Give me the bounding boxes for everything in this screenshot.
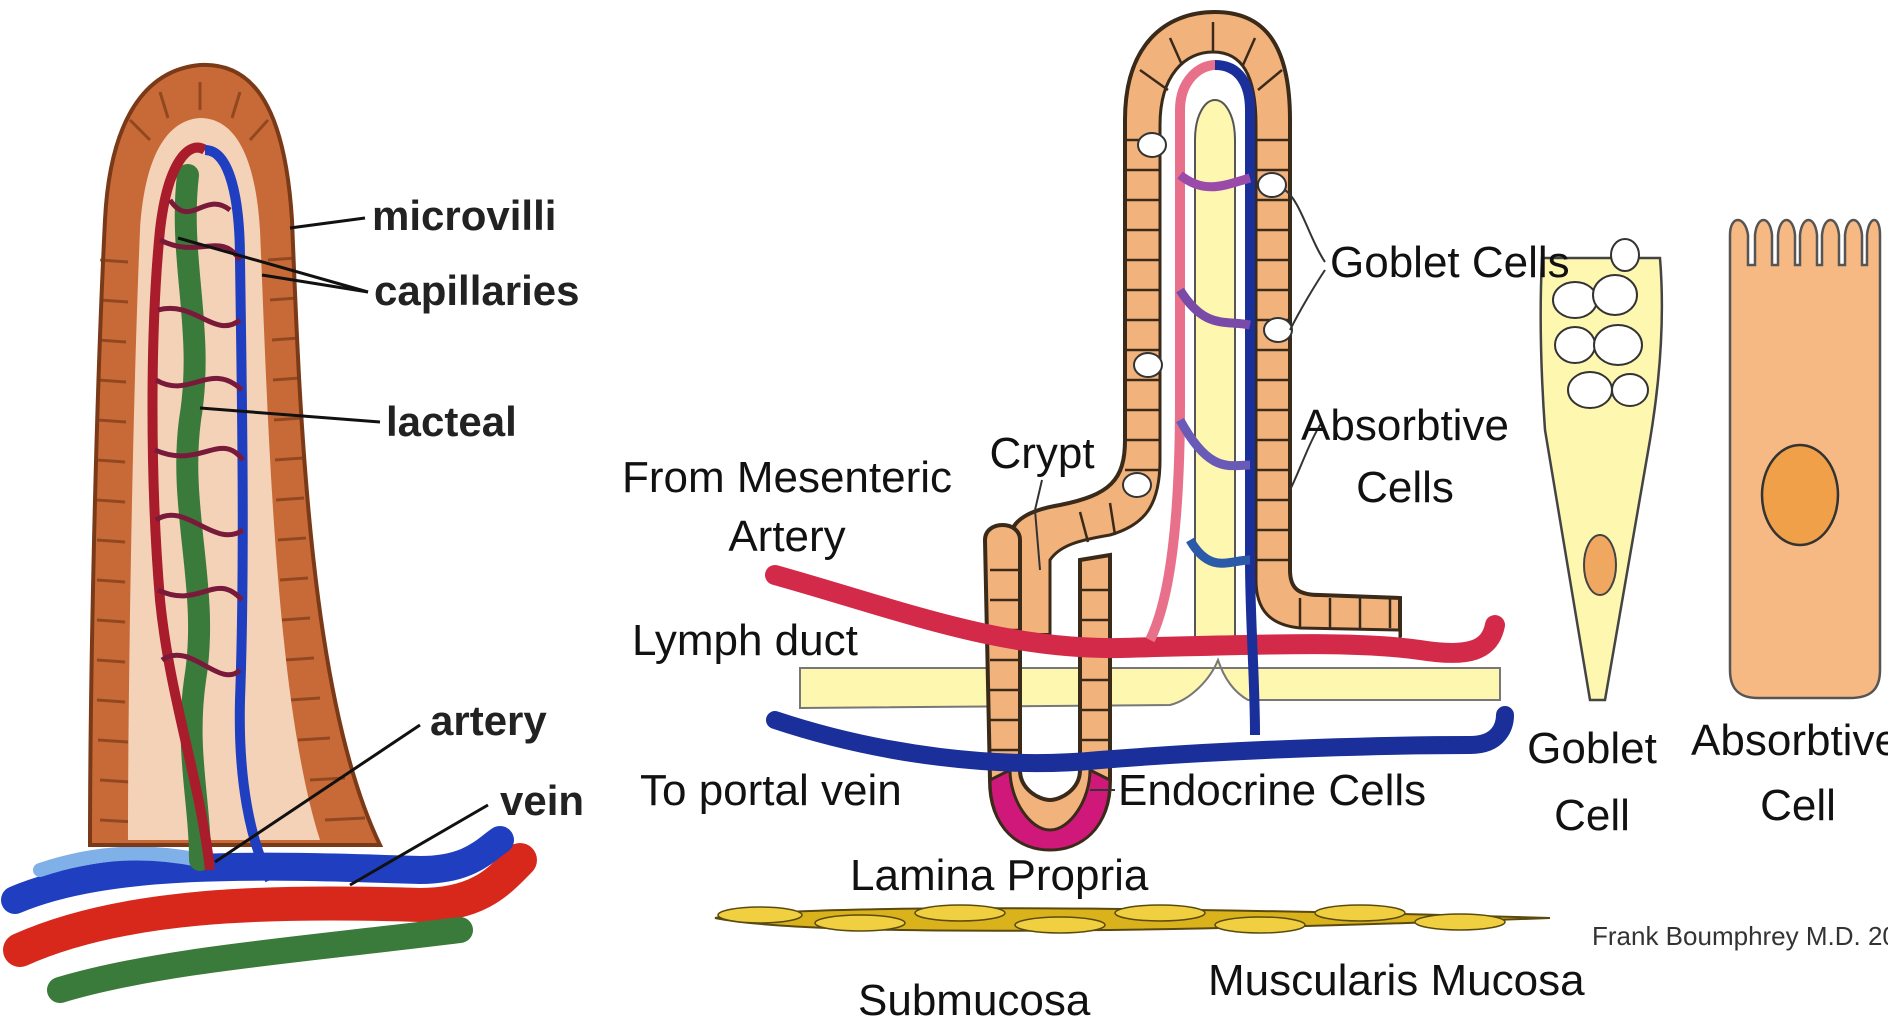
label-absorbtive-cell-2: Cell [1760, 781, 1836, 830]
label-lamina-propria: Lamina Propria [850, 851, 1149, 900]
label-lacteal: lacteal [386, 398, 517, 445]
label-goblet-cell: Goblet [1527, 724, 1657, 773]
portal-vein [775, 715, 1505, 763]
absorptive-cell-detail [1730, 220, 1880, 698]
label-muscularis-mucosa: Muscularis Mucosa [1208, 956, 1585, 1005]
label-absorbtive-cell: Absorbtive [1691, 716, 1888, 765]
label-endocrine-cells: Endocrine Cells [1118, 766, 1426, 815]
muscularis-mucosa [715, 905, 1550, 933]
label-absorbtive: Absorbtive [1301, 401, 1509, 450]
label-mesenteric-artery: Artery [728, 512, 845, 561]
goblet-leader-2 [1290, 270, 1325, 330]
label-from-mesenteric: From Mesenteric [622, 453, 952, 502]
label-crypt: Crypt [989, 429, 1094, 478]
label-goblet-cells: Goblet Cells [1330, 238, 1570, 287]
goblet-cell-detail [1541, 239, 1662, 700]
label-artery: artery [430, 697, 547, 744]
lymph-duct [800, 660, 1500, 708]
right-villus-schematic: Crypt From Mesenteric Artery Lymph duct … [622, 12, 1888, 1022]
label-to-portal-vein: To portal vein [640, 766, 902, 815]
credit-text: Frank Boumphrey M.D. 2009 [1592, 921, 1888, 951]
label-goblet-cell-2: Cell [1554, 791, 1630, 840]
microvilli-leader [290, 218, 365, 228]
label-microvilli: microvilli [372, 192, 556, 239]
label-capillaries: capillaries [374, 267, 579, 314]
label-submucosa: Submucosa [858, 976, 1091, 1022]
label-lymph-duct: Lymph duct [632, 616, 858, 665]
label-absorbtive-cells: Cells [1356, 463, 1454, 512]
label-vein: vein [500, 777, 584, 824]
